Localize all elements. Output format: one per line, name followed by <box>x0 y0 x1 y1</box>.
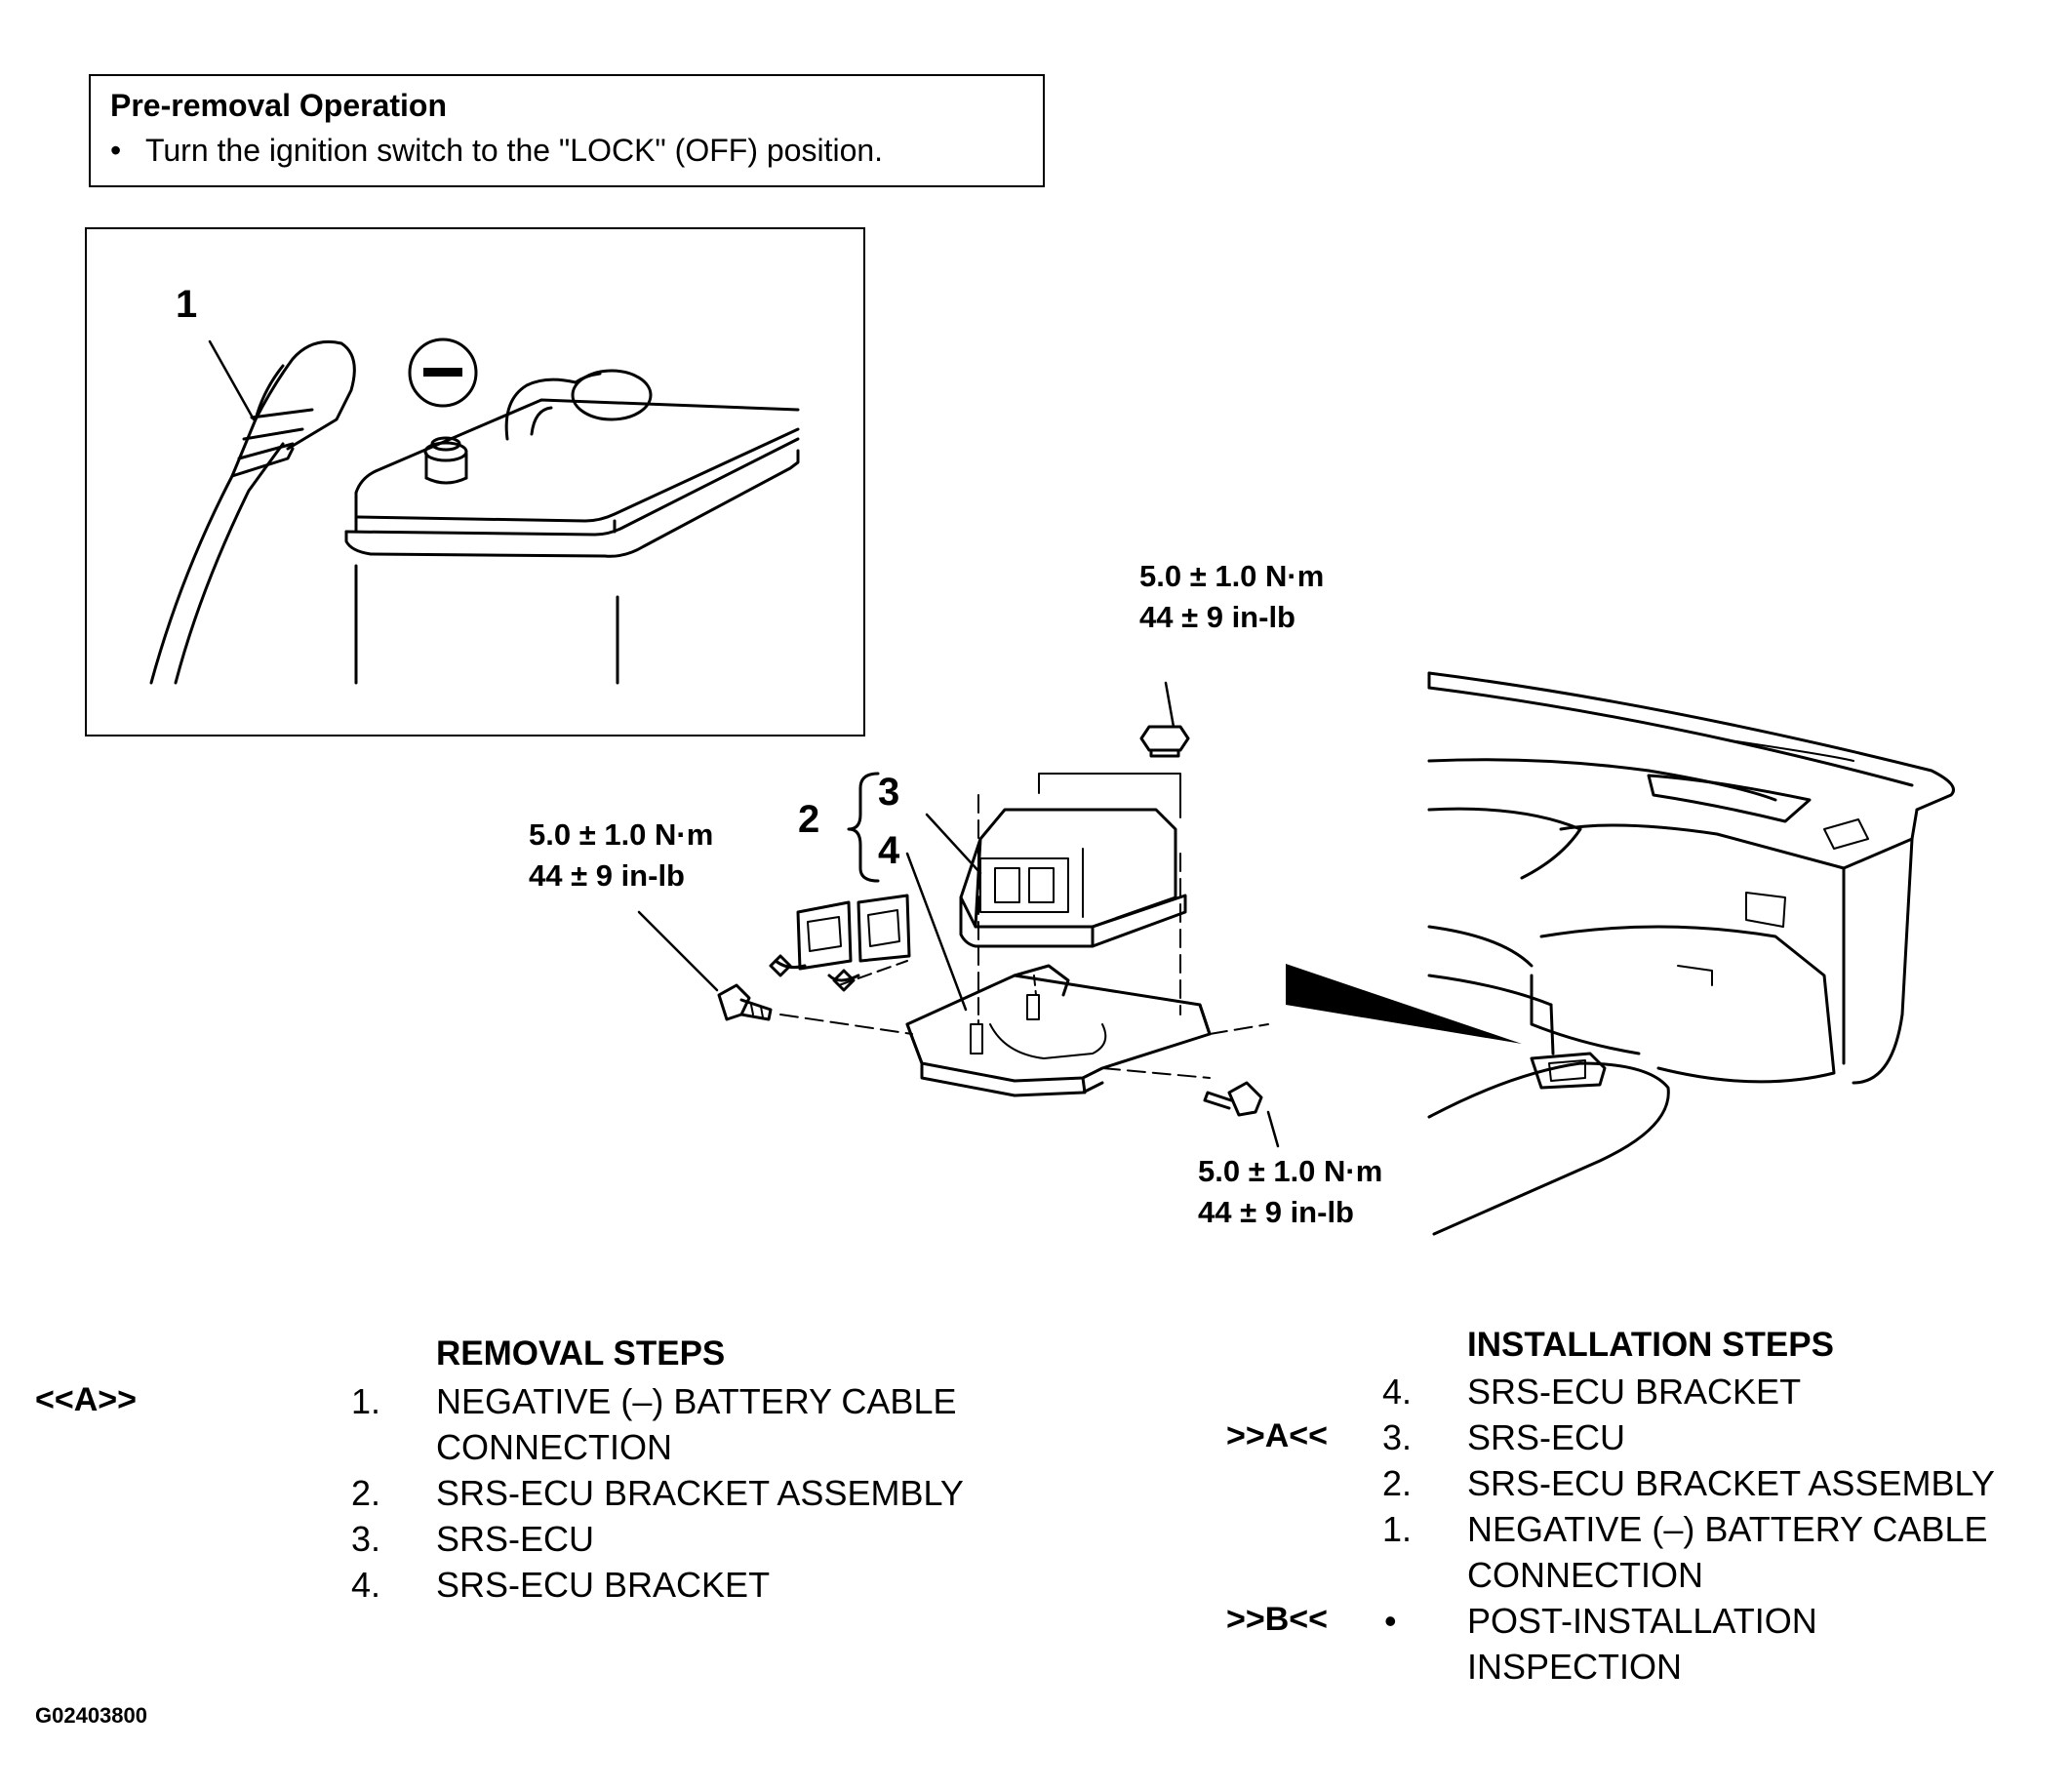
torque-metric: 5.0 ± 1.0 N·m <box>529 817 714 852</box>
step-number: 4. <box>1382 1372 1413 1412</box>
step-code: <<A>> <box>35 1381 137 1418</box>
step-text-continued: INSPECTION <box>1467 1647 1683 1687</box>
srs-ecu-exploded-view <box>637 681 1280 1148</box>
dashboard-drawing <box>1286 671 1955 1236</box>
step-text: SRS-ECU BRACKET ASSEMBLY <box>1467 1463 1995 1503</box>
pre-removal-item-text: Turn the ignition switch to the "LOCK" (… <box>145 133 884 168</box>
step-bullet: • <box>1384 1601 1397 1641</box>
torque-metric: 5.0 ± 1.0 N·m <box>1139 559 1325 593</box>
step-text-continued: CONNECTION <box>436 1427 672 1467</box>
step-number: 3. <box>1382 1417 1413 1457</box>
leader-line-right-bolt <box>1266 1110 1280 1148</box>
callout-1: 1 <box>176 283 198 326</box>
step-number: 4. <box>351 1565 381 1605</box>
pre-removal-title: Pre-removal Operation <box>110 88 447 123</box>
step-number: 2. <box>351 1473 381 1513</box>
step-text: SRS-ECU BRACKET <box>436 1565 771 1605</box>
torque-imperial: 44 ± 9 in-lb <box>1198 1195 1354 1229</box>
step-text: NEGATIVE (–) BATTERY CABLE <box>1467 1509 1988 1549</box>
negative-terminal-icon <box>408 338 478 408</box>
step-text-continued: CONNECTION <box>1467 1555 1703 1595</box>
step-code: >>B<< <box>1226 1601 1328 1638</box>
pre-removal-box: Pre-removal Operation • Turn the ignition… <box>89 74 1045 187</box>
removal-steps-title: REMOVAL STEPS <box>436 1334 726 1373</box>
step-text: POST-INSTALLATION <box>1467 1601 1817 1641</box>
leader-line-left-bolt <box>637 910 719 992</box>
callout-2: 2 <box>798 798 820 841</box>
step-text: SRS-ECU <box>436 1519 595 1559</box>
step-text: SRS-ECU BRACKET <box>1467 1372 1802 1412</box>
step-number: 1. <box>351 1381 381 1421</box>
step-text: NEGATIVE (–) BATTERY CABLE <box>436 1381 957 1421</box>
installation-steps-title: INSTALLATION STEPS <box>1467 1326 1834 1364</box>
leader-line-1 <box>208 339 256 421</box>
location-pointer <box>1286 964 1522 1044</box>
pre-removal-item: • Turn the ignition switch to the "LOCK" … <box>110 133 883 169</box>
torque-top-nut: 5.0 ± 1.0 N·m 44 ± 9 in-lb <box>1139 556 1324 638</box>
step-number: 1. <box>1382 1509 1413 1549</box>
step-text: SRS-ECU BRACKET ASSEMBLY <box>436 1473 964 1513</box>
step-number: 2. <box>1382 1463 1413 1503</box>
callout-4: 4 <box>878 829 900 872</box>
torque-left-bolt: 5.0 ± 1.0 N·m 44 ± 9 in-lb <box>529 815 713 896</box>
battery-drawing <box>149 338 800 685</box>
step-text: SRS-ECU <box>1467 1417 1626 1457</box>
leader-line-top-nut <box>1164 681 1175 729</box>
callout-3: 3 <box>878 771 900 814</box>
torque-imperial: 44 ± 9 in-lb <box>529 858 685 893</box>
battery-illustration-frame <box>85 227 865 736</box>
torque-metric: 5.0 ± 1.0 N·m <box>1198 1154 1383 1188</box>
bullet: • <box>110 133 122 168</box>
torque-imperial: 44 ± 9 in-lb <box>1139 600 1295 634</box>
step-code: >>A<< <box>1226 1417 1328 1454</box>
step-number: 3. <box>351 1519 381 1559</box>
figure-id: G02403800 <box>35 1703 147 1728</box>
torque-right-bolt: 5.0 ± 1.0 N·m 44 ± 9 in-lb <box>1198 1151 1382 1233</box>
